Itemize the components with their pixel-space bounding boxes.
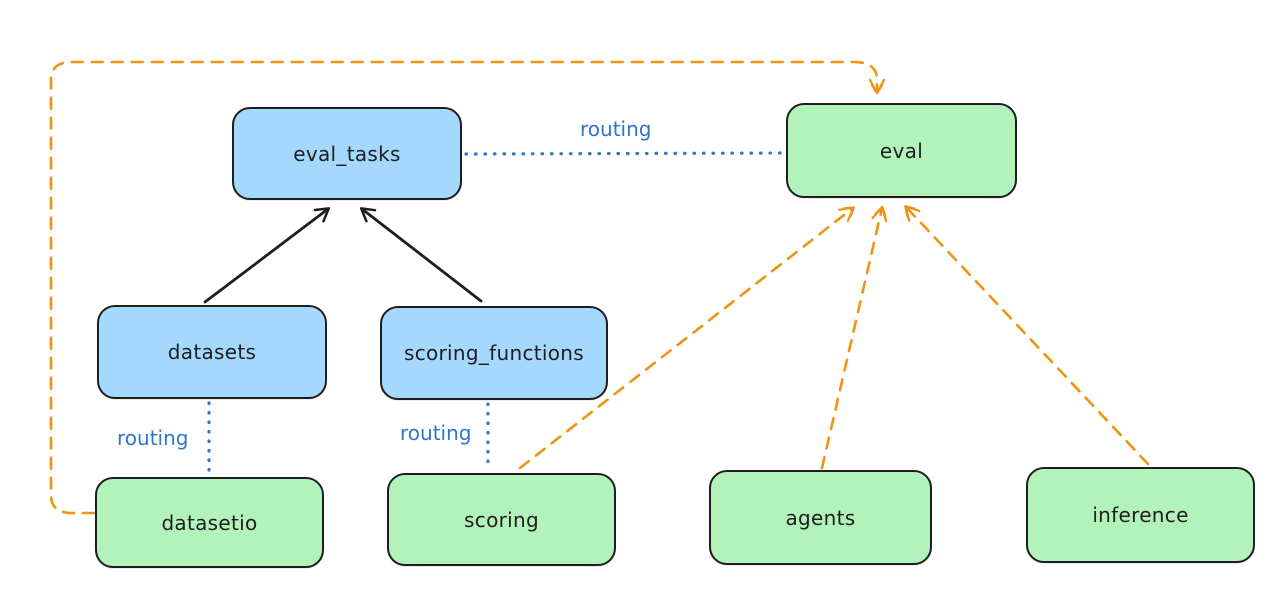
node-inference: inference xyxy=(1026,467,1255,563)
edge-eval-tasks-to-eval-routing xyxy=(464,151,785,156)
edge-label-routing-eval-tasks-eval: routing xyxy=(580,117,652,141)
edge-scoring-functions-to-eval-tasks xyxy=(359,207,483,303)
node-scoring-functions-label: scoring_functions xyxy=(403,341,585,365)
node-datasetio: datasetio xyxy=(95,477,324,568)
node-agents-label: agents xyxy=(785,505,856,530)
node-agents: agents xyxy=(709,470,932,565)
edge-inference-to-eval xyxy=(904,205,1150,466)
node-scoring-functions: scoring_functions xyxy=(380,306,608,400)
node-eval-tasks: eval_tasks xyxy=(232,107,462,200)
node-datasetio-label: datasetio xyxy=(161,510,258,535)
edge-agents-to-eval xyxy=(820,205,888,470)
node-scoring-label: scoring xyxy=(464,507,539,532)
node-datasets-label: datasets xyxy=(167,340,257,364)
node-scoring: scoring xyxy=(387,473,616,566)
edge-scoring-to-eval xyxy=(518,206,855,470)
edge-datasetio-to-eval-loop xyxy=(49,60,886,515)
node-eval: eval xyxy=(786,103,1017,198)
edge-label-routing-scoring-functions-scoring: routing xyxy=(400,421,472,445)
edge-label-routing-datasets-datasetio: routing xyxy=(117,426,189,450)
node-eval-label: eval xyxy=(879,138,924,163)
edge-datasets-to-eval-tasks xyxy=(203,207,331,304)
node-inference-label: inference xyxy=(1092,503,1189,527)
node-eval-tasks-label: eval_tasks xyxy=(293,141,401,166)
node-datasets: datasets xyxy=(97,305,327,399)
